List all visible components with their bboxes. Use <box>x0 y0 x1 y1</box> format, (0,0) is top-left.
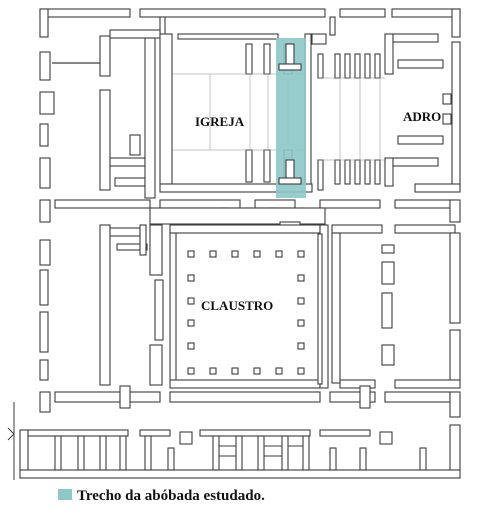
bottom-strip <box>7 385 461 480</box>
lower-right-wing <box>331 224 461 389</box>
cloister-label: CLAUSTRO <box>201 298 273 313</box>
legend: Trecho da abóbada estudado. <box>58 488 265 504</box>
top-wall <box>39 8 461 38</box>
left-wing <box>39 29 161 199</box>
legend-text: Trecho da abóbada estudado. <box>77 488 265 504</box>
lower-left-wing <box>39 224 164 386</box>
legend-swatch <box>58 489 72 500</box>
churchyard-label: ADRO <box>403 109 441 124</box>
highlight-piers <box>278 43 302 185</box>
churchyard-area <box>317 33 461 193</box>
cloister <box>169 224 329 389</box>
middle-band <box>39 199 461 229</box>
cloister-piers <box>187 250 305 375</box>
church-label: IGREJA <box>195 114 245 129</box>
church <box>159 33 327 193</box>
